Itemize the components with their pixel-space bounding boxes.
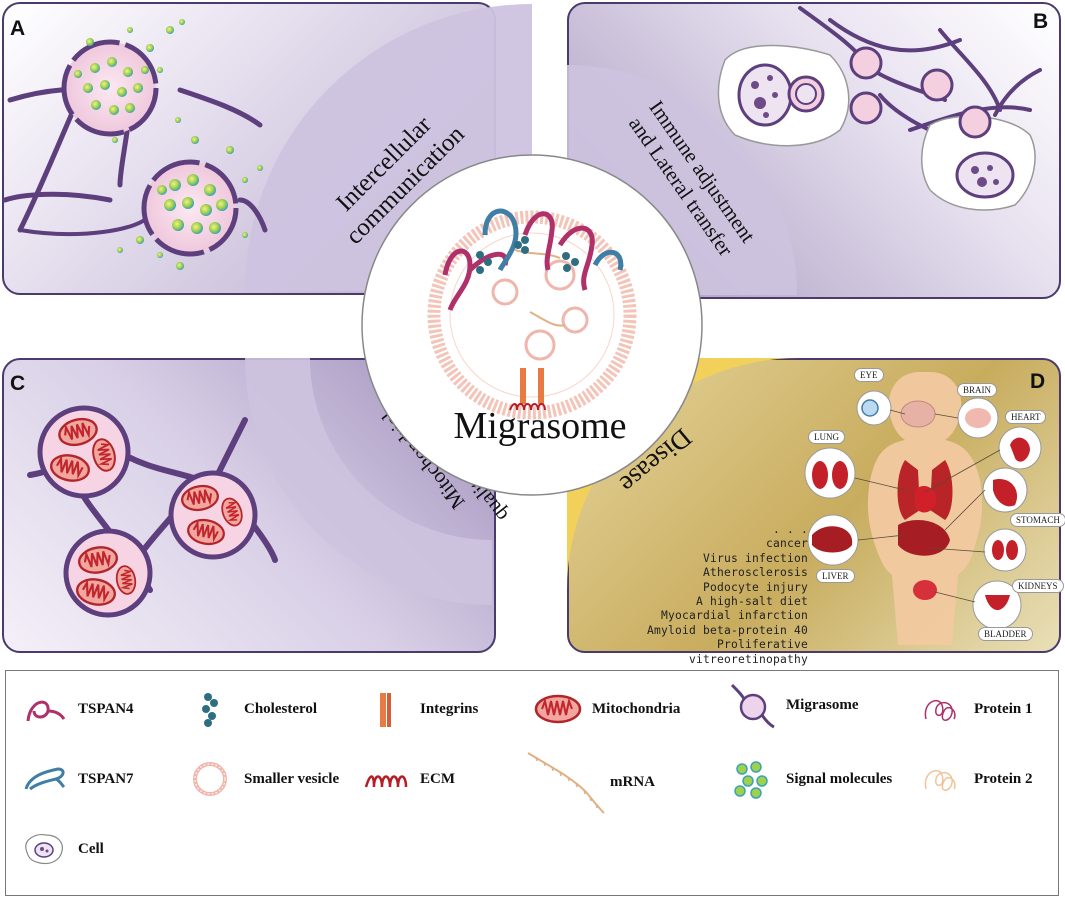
- tspan4-icon: [26, 700, 66, 722]
- legend-item-migrasome: Migrasome: [728, 681, 858, 729]
- legend-label-ecm: ECM: [420, 770, 455, 787]
- organ-label-heart: HEART: [1005, 410, 1047, 424]
- protein1-icon: [924, 699, 956, 721]
- panel-a-illustration: [2, 19, 268, 270]
- smaller-vesicle-icon: [193, 762, 227, 796]
- legend-label-cell: Cell: [78, 840, 104, 857]
- ecm-icon: [364, 775, 408, 788]
- organ-label-eye: EYE: [854, 368, 884, 382]
- legend-item-mitochondria: Mitochondria: [534, 689, 680, 729]
- organ-label-bladder: BLADDER: [978, 627, 1033, 641]
- center-title: Migrasome: [453, 405, 627, 447]
- organ-label-lung: LUNG: [808, 430, 845, 444]
- legend-item-cholesterol: Cholesterol: [186, 689, 317, 729]
- panel-b-illustration: [717, 6, 1042, 211]
- panel-label-b: B: [1033, 10, 1049, 33]
- disease-item: Atherosclerosis: [702, 566, 808, 580]
- legend-label-mitochondria: Mitochondria: [592, 700, 681, 717]
- signal-molecules-icon: [734, 761, 768, 799]
- disease-item: Virus infection: [702, 551, 808, 565]
- migrasome-diagram: Intercellular communication Immune adjus…: [2, 4, 1042, 645]
- legend-label-cholesterol: Cholesterol: [244, 700, 318, 717]
- legend-item-cell: Cell: [20, 829, 104, 869]
- legend-item-protein2: Protein 2: [916, 759, 1032, 799]
- legend-label-tspan7: TSPAN7: [78, 770, 134, 787]
- legend-item-integrins: Integrins: [362, 689, 478, 729]
- panel-label-d: D: [1030, 370, 1046, 393]
- legend-label-protein1: Protein 1: [974, 700, 1033, 717]
- legend-item-signal-molecules: Signal molecules: [728, 759, 892, 799]
- migrasome-icon: [730, 683, 775, 729]
- disease-item: Proliferative vitreoretinopathy: [688, 638, 808, 666]
- organ-label-brain: BRAIN: [957, 383, 998, 397]
- disease-ellipsis: . . .: [772, 523, 808, 536]
- legend-item-smaller-vesicle: Smaller vesicle: [186, 759, 339, 799]
- disease-item: Amyloid beta-protein 40: [646, 623, 808, 637]
- disease-item: Podocyte injury: [702, 580, 808, 594]
- legend-item-tspan7: TSPAN7: [20, 759, 134, 799]
- integrins-icon: [380, 693, 391, 727]
- legend: TSPAN4 Cholesterol Integrins Mitochondri…: [5, 670, 1059, 896]
- legend-item-ecm: ECM: [362, 759, 455, 799]
- legend-item-tspan4: TSPAN4: [20, 689, 134, 729]
- panel-c-illustration: [27, 405, 278, 618]
- legend-item-protein1: Protein 1: [916, 689, 1032, 729]
- disease-item: A high-salt diet: [695, 595, 808, 609]
- legend-label-smaller-vesicle: Smaller vesicle: [244, 770, 340, 787]
- panel-d-illustration: [804, 372, 1042, 645]
- cell-icon: [25, 834, 63, 865]
- legend-item-mrna: mRNA: [526, 747, 655, 817]
- disease-item: Myocardial infarction: [660, 609, 808, 623]
- legend-label-migrasome: Migrasome: [786, 696, 859, 713]
- organ-label-kidneys: KIDNEYS: [1012, 579, 1064, 593]
- legend-label-integrins: Integrins: [420, 700, 479, 717]
- organ-label-liver: LIVER: [816, 569, 855, 583]
- legend-label-mrna: mRNA: [610, 773, 655, 790]
- disease-list: . . . cancer Virus infection Atheroscler…: [612, 523, 808, 667]
- panel-label-a: A: [10, 17, 26, 40]
- disease-item: cancer: [765, 537, 808, 551]
- cholesterol-icon: [202, 693, 218, 727]
- protein2-icon: [924, 769, 956, 791]
- mitochondria-icon: [534, 694, 582, 724]
- panel-label-c: C: [10, 372, 26, 395]
- tspan7-icon: [24, 767, 66, 791]
- organ-label-stomach: STOMACH: [1010, 513, 1065, 527]
- mrna-icon: [527, 752, 605, 814]
- legend-label-tspan4: TSPAN4: [78, 700, 134, 717]
- legend-label-protein2: Protein 2: [974, 770, 1033, 787]
- migrasome-center: [361, 154, 703, 496]
- legend-label-signal-molecules: Signal molecules: [786, 770, 893, 787]
